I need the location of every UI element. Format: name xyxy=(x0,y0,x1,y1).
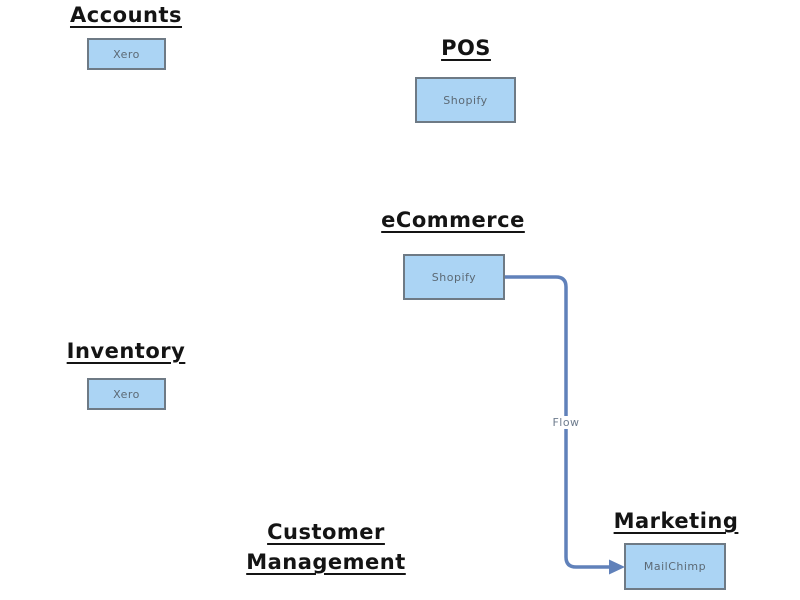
node-mailchimp-marketing[interactable]: MailChimp xyxy=(624,543,726,590)
group-heading-customer-management: Customer Management xyxy=(246,520,406,574)
node-label: MailChimp xyxy=(643,560,707,573)
node-shopify-pos[interactable]: Shopify xyxy=(415,77,516,123)
node-label: Xero xyxy=(113,47,140,61)
group-heading-inventory: Inventory xyxy=(66,339,186,363)
node-label: Shopify xyxy=(431,270,477,284)
group-heading-accounts: Accounts xyxy=(69,3,183,27)
group-heading-ecommerce: eCommerce xyxy=(381,208,525,232)
node-xero-accounts[interactable]: Xero xyxy=(87,38,166,70)
node-label: Shopify xyxy=(443,93,488,107)
node-label: Xero xyxy=(113,387,140,401)
group-heading-marketing: Marketing xyxy=(613,509,739,533)
group-heading-pos: POS xyxy=(441,36,491,60)
node-shopify-ecommerce[interactable]: Shopify xyxy=(403,254,505,300)
arrowhead-icon xyxy=(609,559,625,575)
connector-label-flow[interactable]: Flow xyxy=(549,416,583,429)
node-xero-inventory[interactable]: Xero xyxy=(87,378,166,410)
